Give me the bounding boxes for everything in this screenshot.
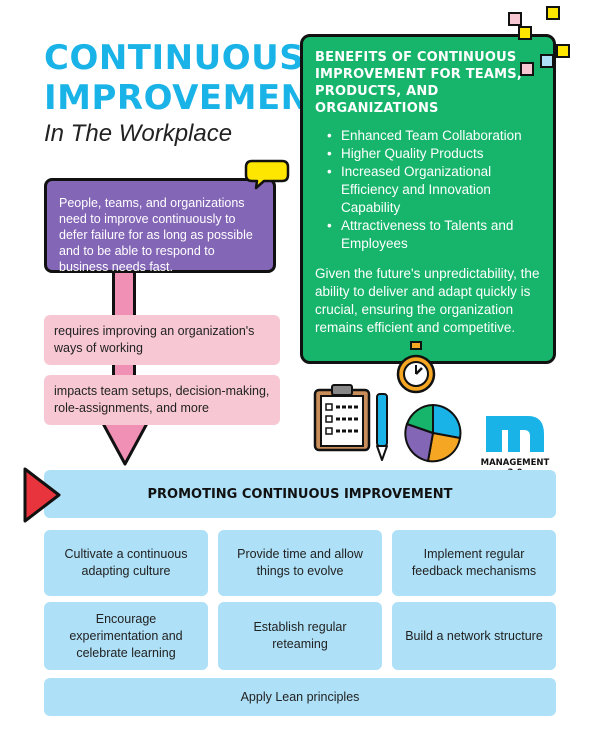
page-subtitle: In The Workplace bbox=[44, 120, 233, 147]
play-triangle-icon bbox=[23, 467, 61, 523]
benefit-item: Higher Quality Products bbox=[327, 145, 541, 163]
sticky-note bbox=[518, 26, 532, 40]
promoting-card-text: Implement regular feedback mechanisms bbox=[411, 547, 537, 578]
sticky-note bbox=[546, 6, 560, 20]
requirement-card: requires improving an organization's way… bbox=[44, 315, 280, 365]
requirement-card: impacts team setups, decision-making, ro… bbox=[44, 375, 280, 425]
benefit-item: Enhanced Team Collaboration bbox=[327, 127, 541, 145]
benefits-paragraph: Given the future's unpredictability, the… bbox=[315, 266, 540, 335]
speech-bubble-icon bbox=[244, 159, 290, 190]
promoting-card: Encourage experimentation and celebrate … bbox=[44, 602, 208, 670]
promoting-card-text: Cultivate a continuous adapting culture bbox=[64, 547, 188, 578]
promoting-card-text: Establish regular reteaming bbox=[253, 620, 347, 651]
promoting-card: Cultivate a continuous adapting culture bbox=[44, 530, 208, 596]
promoting-final-card: Apply Lean principles bbox=[44, 678, 556, 716]
pen-icon bbox=[376, 393, 388, 461]
sticky-note bbox=[520, 62, 534, 76]
sticky-note bbox=[508, 12, 522, 26]
promoting-header: PROMOTING CONTINUOUS IMPROVEMENT bbox=[44, 470, 556, 518]
promoting-card: Provide time and allow things to evolve bbox=[218, 530, 382, 596]
requirement-text: impacts team setups, decision-making, ro… bbox=[54, 384, 270, 415]
clipboard-icon bbox=[313, 384, 371, 452]
title-line-1: CONTINUOUS bbox=[44, 38, 305, 78]
requirement-text: requires improving an organization's way… bbox=[54, 324, 255, 355]
title-line-2: IMPROVEMENT bbox=[44, 78, 334, 118]
stopwatch-icon bbox=[396, 341, 436, 394]
benefit-item: Attractiveness to Talents and Employees bbox=[327, 217, 541, 253]
promoting-card-text: Provide time and allow things to evolve bbox=[237, 547, 363, 578]
sticky-note bbox=[540, 54, 554, 68]
promoting-title: PROMOTING CONTINUOUS IMPROVEMENT bbox=[147, 486, 453, 502]
management-logo-icon bbox=[486, 416, 544, 452]
page-title: CONTINUOUS IMPROVEMENT bbox=[44, 38, 334, 118]
benefit-item: Increased Organizational Efficiency and … bbox=[327, 163, 541, 217]
benefits-list: Enhanced Team Collaboration Higher Quali… bbox=[315, 127, 541, 253]
pie-chart-icon bbox=[404, 403, 462, 463]
promoting-card: Build a network structure bbox=[392, 602, 556, 670]
promoting-card-text: Build a network structure bbox=[405, 628, 543, 643]
promoting-card: Establish regular reteaming bbox=[218, 602, 382, 670]
intro-text: People, teams, and organizations need to… bbox=[59, 196, 253, 274]
promoting-card: Implement regular feedback mechanisms bbox=[392, 530, 556, 596]
promoting-final-text: Apply Lean principles bbox=[240, 690, 360, 704]
intro-box: People, teams, and organizations need to… bbox=[44, 178, 276, 274]
promoting-card-text: Encourage experimentation and celebrate … bbox=[69, 611, 183, 660]
benefits-title: BENEFITS OF CONTINUOUS IMPROVEMENT FOR T… bbox=[315, 50, 522, 116]
sticky-note bbox=[556, 44, 570, 58]
benefits-box: BENEFITS OF CONTINUOUS IMPROVEMENT FOR T… bbox=[300, 34, 556, 364]
